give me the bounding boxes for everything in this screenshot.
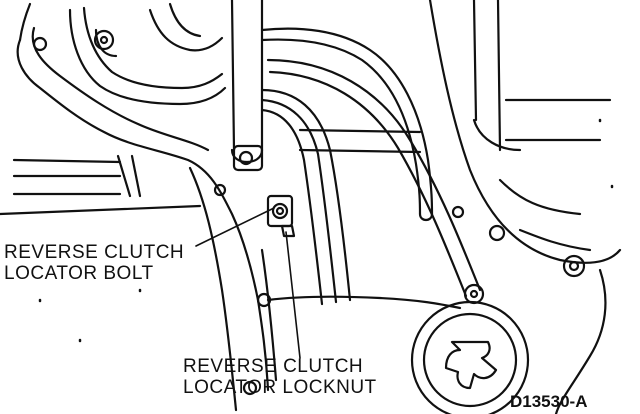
callout-locknut-line-2: LOCATOR LOCKNUT	[183, 377, 377, 398]
reverse-clutch-locator-bolt	[271, 202, 289, 220]
tube-2b	[260, 98, 338, 304]
leader-line-locknut	[285, 231, 301, 359]
pump-gear-hub	[444, 340, 498, 390]
tube-4b	[268, 70, 468, 298]
tube-1b	[260, 38, 422, 216]
tube-4	[266, 58, 482, 292]
leader-line-bolt	[195, 207, 275, 247]
callout-bolt-line-2: LOCATOR BOLT	[4, 263, 154, 284]
tube-3	[260, 108, 324, 306]
callout-bolt-line-1: REVERSE CLUTCH	[4, 242, 185, 263]
figure-id: D13530-A	[510, 392, 588, 411]
bracket-vertical	[230, 0, 264, 152]
tube-1	[260, 27, 434, 216]
reverse-clutch-locator-bolt-body	[266, 194, 294, 228]
casing-web	[188, 166, 238, 412]
callout-reverse-clutch-locator-locknut: REVERSE CLUTCH LOCATOR LOCKNUT	[183, 356, 377, 398]
casing-right	[428, 0, 622, 264]
pump-gear	[410, 300, 530, 414]
reverse-clutch-locator-locknut	[280, 224, 296, 238]
callout-reverse-clutch-locator-bolt: REVERSE CLUTCH LOCATOR BOLT	[4, 242, 184, 284]
callout-locknut-line-1: REVERSE CLUTCH	[183, 356, 364, 377]
casing-outline-left-inner	[31, 26, 210, 152]
tube-upper-loop	[68, 8, 227, 106]
casing-outline-left	[16, 38, 270, 392]
casing-top-edge	[18, 2, 32, 42]
